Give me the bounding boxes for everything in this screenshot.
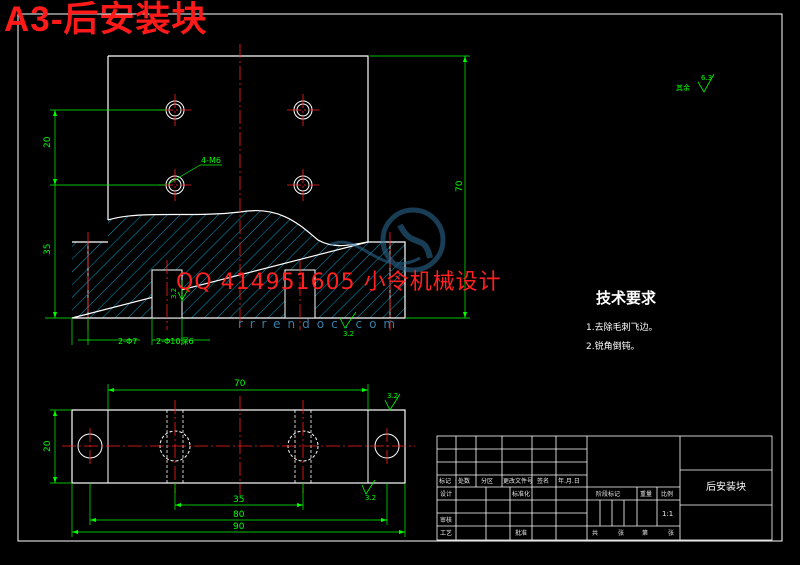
surface-finish-value: 6.3 [701,74,712,82]
tb-mid-label: 标准化 [512,491,531,498]
title-block-grid [436,435,773,541]
top-outline [71,409,406,484]
tb-row-label: 标记 [439,478,452,485]
watermark-logo [329,207,446,273]
front-threaded-holes [165,100,313,195]
tb-left-label: 设计 [440,491,453,498]
dim-thread: 4-M6 [201,156,221,165]
tb-row-label: 处数 [458,478,471,485]
technical-requirements-heading: 技术要求 [596,289,657,307]
front-view: 20 35 70 4-M6 2-Φ7 2-Φ10深6 3.2 3.2 [43,44,470,346]
rough-front-1: 3.2 [343,330,354,338]
dim-35: 35 [43,244,53,255]
tb-left-label: 工艺 [440,530,453,537]
tb-sheet-label: 张 [668,530,675,537]
tb-row-label: 更改文件号 [503,478,534,485]
rough-top-1: 3.2 [387,392,398,400]
tb-stage-label: 重量 [640,491,653,498]
watermark-site-text: rrrendoc.com [238,317,403,331]
front-dimension-lines [45,55,470,345]
tb-row-label: 年.月.日 [558,478,580,485]
top-roughness-symbols [361,393,401,495]
watermark-qq-text: QQ 414951605 小令机械设计 [176,270,502,295]
rough-front-2: 3.2 [170,288,178,299]
tb-scale-value: 1:1 [662,510,674,518]
surface-finish-note: 其余 6.3 [676,73,715,93]
sheet-border [17,13,783,542]
tb-part-name: 后安装块 [706,482,746,493]
dim-top-20: 20 [43,440,53,452]
front-roughness-symbols [177,285,357,329]
tb-left-label: 审核 [440,517,453,524]
dim-top-80: 80 [233,510,245,520]
dim-hole-large: 2-Φ10深6 [156,337,194,346]
top-centerlines [62,396,415,495]
dim-70: 70 [455,180,465,192]
technical-requirement-item: 1.去除毛刺飞边。 [586,323,658,333]
dim-top-90: 90 [233,522,245,532]
sheet-title: A3-后安装块 [4,0,208,39]
technical-requirement-item: 2.锐角倒钝。 [586,342,640,352]
front-upper-outline [107,55,369,242]
dim-top-35: 35 [233,495,244,505]
tb-sheet-label: 共 [592,530,599,537]
tb-row-label: 签名 [537,478,550,485]
dim-top-70: 70 [234,379,246,389]
tb-sheet-label: 第 [642,530,649,537]
dim-20: 20 [43,136,53,148]
tb-row-label: 分区 [481,478,494,485]
tb-mid-label: 批准 [515,530,528,537]
tb-stage-label: 比例 [661,491,674,498]
dim-hole-small: 2-Φ7 [118,337,137,346]
rough-top-2: 3.2 [365,494,376,502]
top-view: 70 20 35 80 90 3.2 3.2 [43,379,415,537]
tb-stage-label: 阶段标记 [596,491,621,498]
tb-sheet-label: 张 [618,530,625,537]
top-dimension-lines [50,384,406,537]
surface-finish-label: 其余 [676,83,690,92]
front-curve-edge [107,210,369,247]
